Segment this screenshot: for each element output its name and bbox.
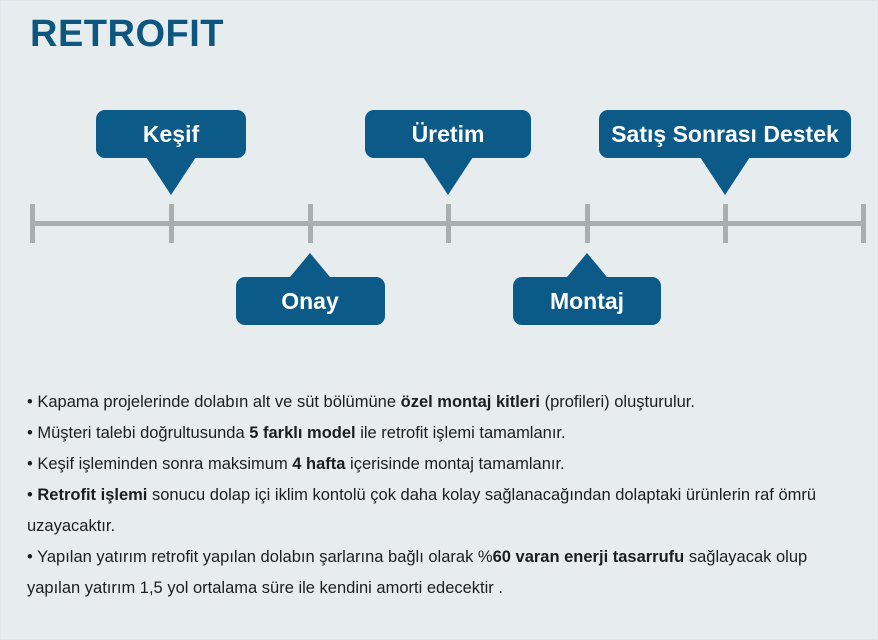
note-item-2-part-0: • Keşif işleminden sonra maksimum bbox=[27, 455, 293, 473]
timeline-tick-2 bbox=[308, 204, 313, 243]
note-item-0: • Kapama projelerinde dolabın alt ve süt… bbox=[27, 387, 862, 418]
note-item-0-part-1: özel montaj kitleri bbox=[400, 393, 540, 411]
note-item-3-part-1: Retrofit işlemi bbox=[37, 486, 148, 504]
timeline-callout-label: Montaj bbox=[549, 288, 625, 314]
timeline-callout-label: Üretim bbox=[411, 121, 485, 147]
timeline-callout-uretim[interactable]: Üretim bbox=[365, 110, 531, 158]
note-item-2-part-2: içerisinde montaj tamamlanır. bbox=[345, 455, 565, 473]
note-item-1: • Müşteri talebi doğrultusunda 5 farklı … bbox=[27, 418, 862, 449]
timeline-callout-label: Keşif bbox=[142, 121, 200, 147]
timeline-pointer-up-onay bbox=[285, 253, 335, 283]
timeline-callout-label: Satış Sonrası Destek bbox=[611, 121, 839, 147]
note-item-4: • Yapılan yatırım retrofit yapılan dolab… bbox=[27, 542, 862, 604]
timeline-tick-5 bbox=[723, 204, 728, 243]
note-item-2: • Keşif işleminden sonra maksimum 4 haft… bbox=[27, 449, 862, 480]
timeline-pointer-down-kesif bbox=[146, 157, 196, 195]
timeline-tick-3 bbox=[446, 204, 451, 243]
note-item-0-part-0: • Kapama projelerinde dolabın alt ve süt… bbox=[27, 393, 401, 411]
timeline-tick-1 bbox=[169, 204, 174, 243]
page-title: RETROFIT bbox=[30, 13, 224, 55]
timeline-tick-4 bbox=[585, 204, 590, 243]
note-item-3-part-0: • bbox=[27, 486, 38, 504]
timeline-callout-kesif[interactable]: Keşif bbox=[96, 110, 246, 158]
timeline-callout-label: Onay bbox=[281, 288, 339, 314]
note-item-3-part-2: sonucu dolap içi iklim kontolü çok daha … bbox=[27, 486, 817, 535]
timeline-tick-0 bbox=[30, 204, 35, 243]
note-item-1-part-1: 5 farklı model bbox=[249, 424, 356, 442]
timeline-callout-montaj[interactable]: Montaj bbox=[513, 277, 661, 325]
note-item-4-part-2: sağlayacak olup yapılan yatırım 1,5 yol … bbox=[27, 548, 808, 597]
timeline-pointer-down-satis-sonrasi-destek bbox=[700, 157, 750, 195]
note-item-3: • Retrofit işlemi sonucu dolap içi iklim… bbox=[27, 480, 862, 542]
note-item-4-part-0: • Yapılan yatırım retrofit yapılan dolab… bbox=[27, 548, 493, 566]
note-item-4-part-1: 60 varan enerji tasarrufu bbox=[492, 548, 685, 566]
timeline-callout-onay[interactable]: Onay bbox=[235, 277, 385, 325]
timeline-pointer-down-uretim bbox=[423, 157, 473, 195]
timeline-callout-satis-sonrasi-destek[interactable]: Satış Sonrası Destek bbox=[599, 110, 851, 158]
notes-list: • Kapama projelerinde dolabın alt ve süt… bbox=[27, 387, 862, 604]
timeline-pointer-up-montaj bbox=[562, 253, 612, 283]
note-item-2-part-1: 4 hafta bbox=[292, 455, 346, 473]
note-item-0-part-2: (profileri) oluşturulur. bbox=[539, 393, 695, 411]
timeline-tick-6 bbox=[861, 204, 866, 243]
note-item-1-part-0: • Müşteri talebi doğrultusunda bbox=[27, 424, 250, 442]
note-item-1-part-2: ile retrofit işlemi tamamlanır. bbox=[355, 424, 566, 442]
